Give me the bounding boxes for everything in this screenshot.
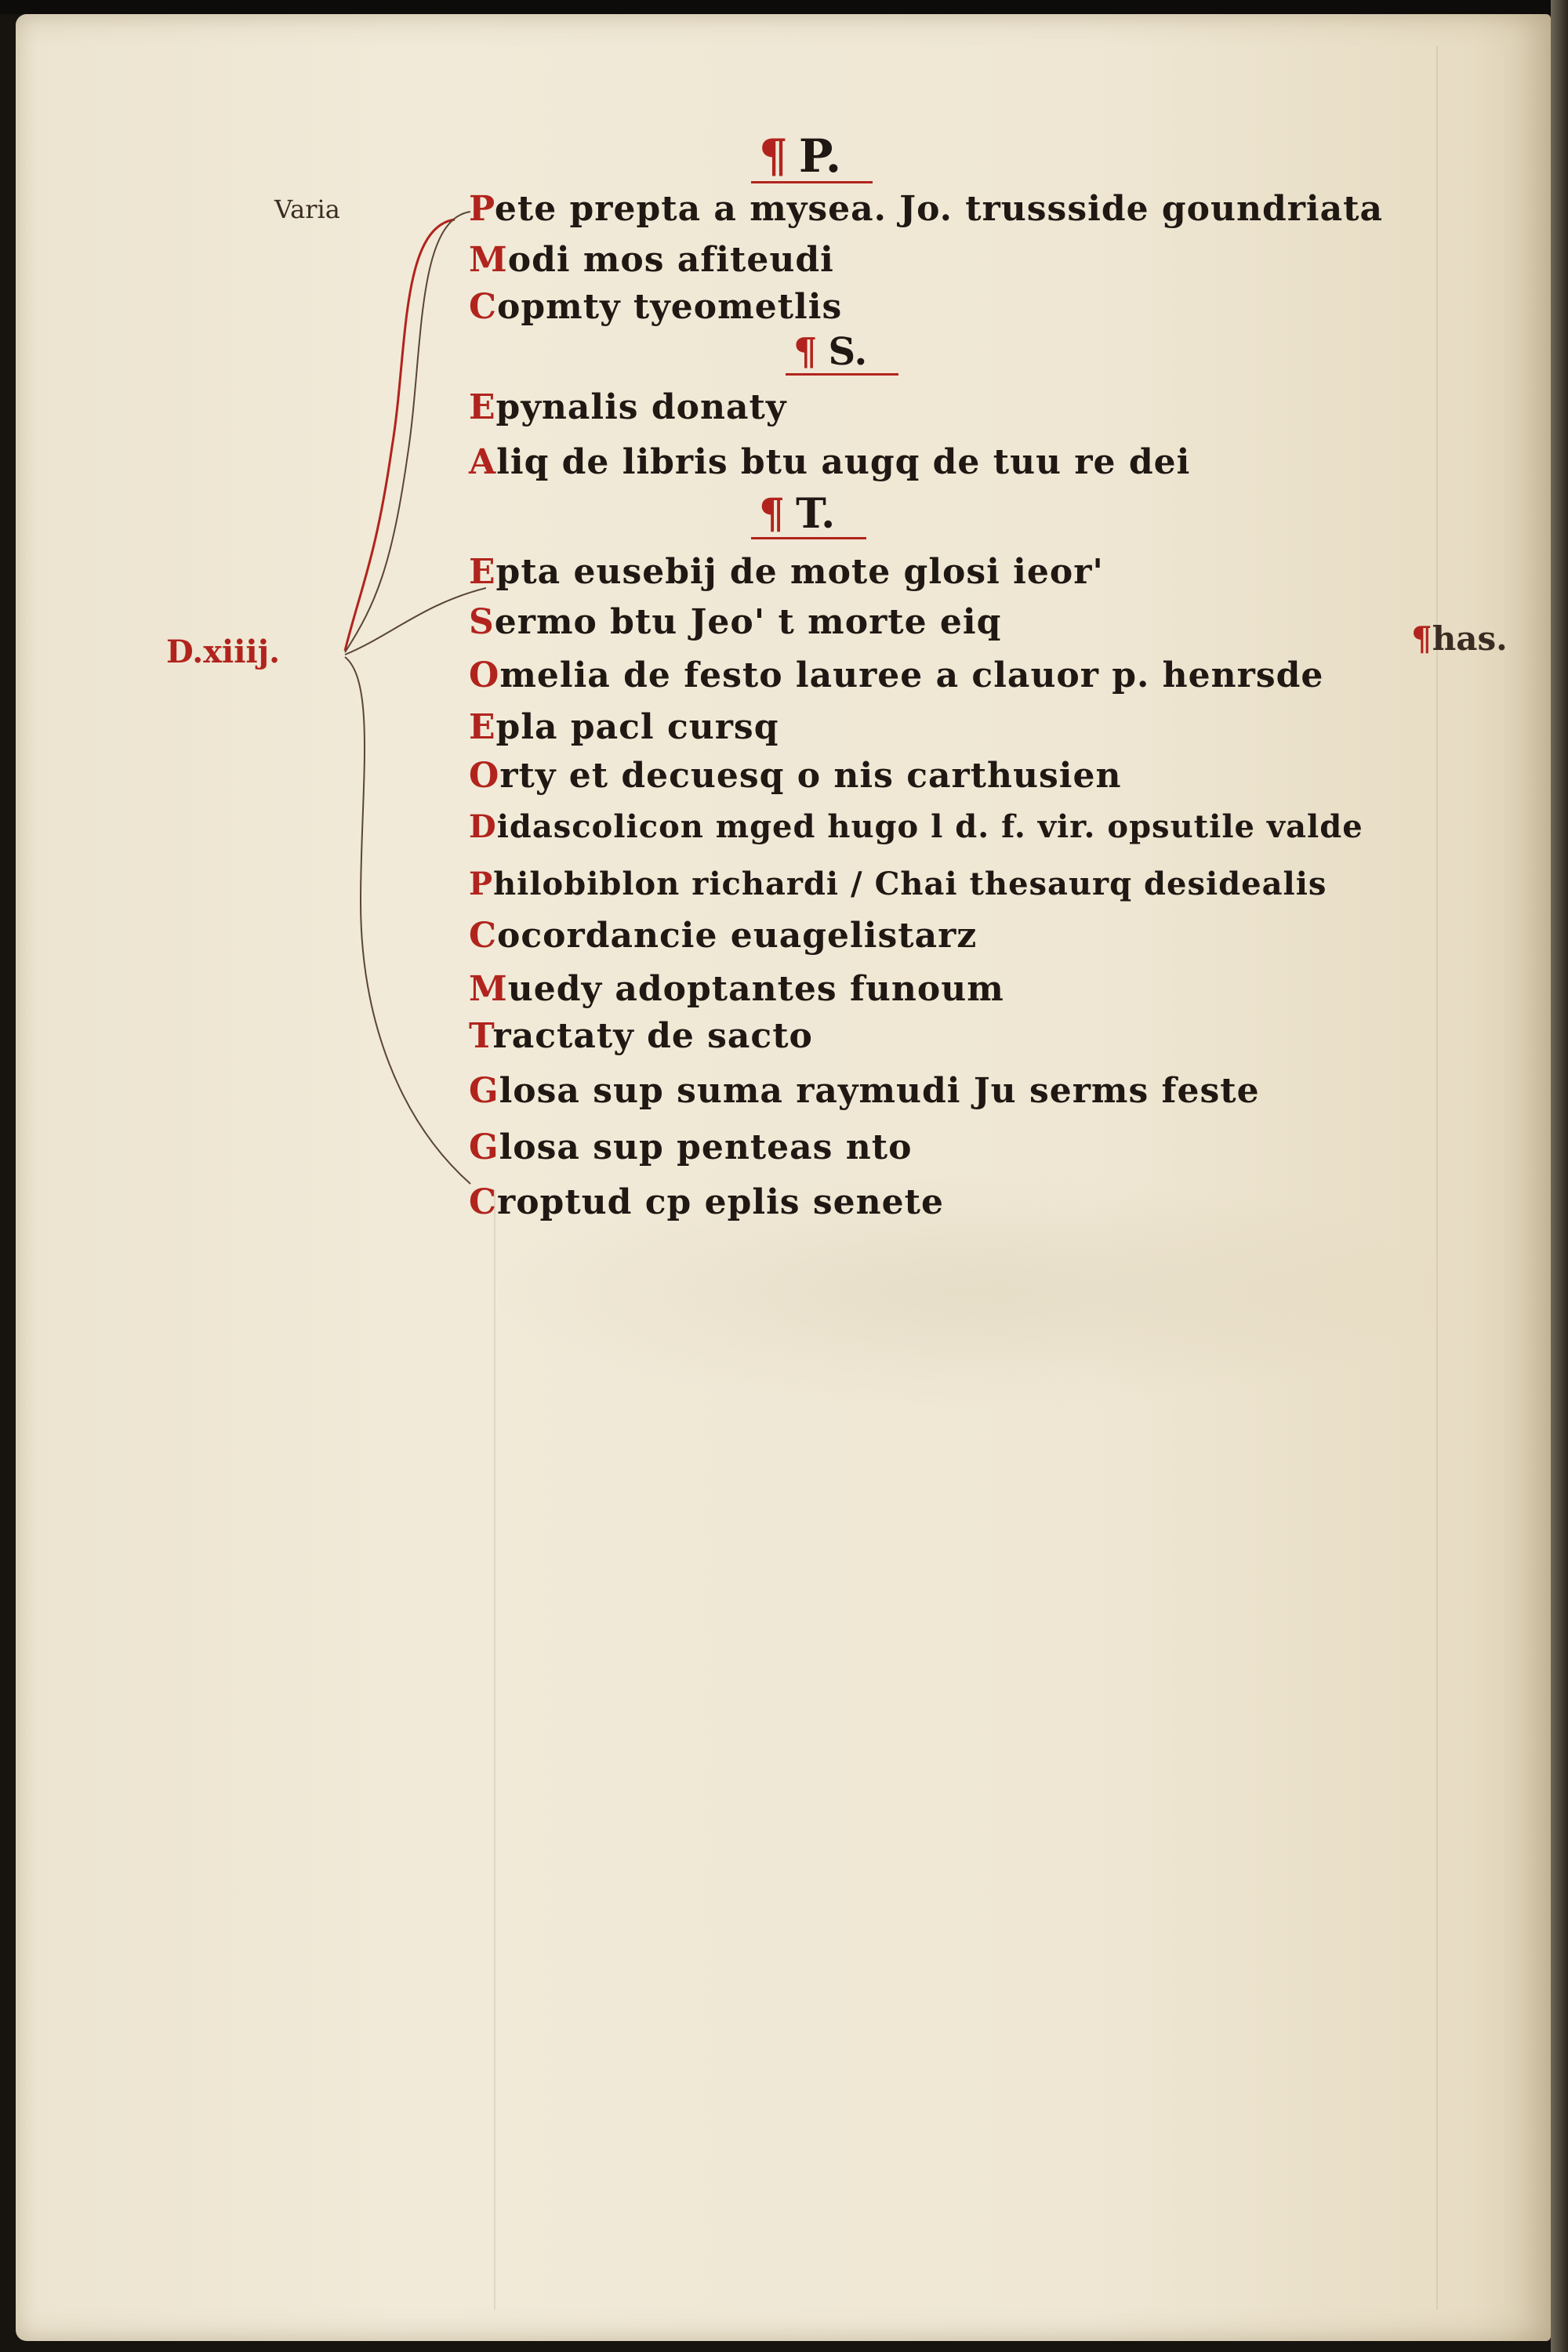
entry-line: Aliq de libris btu augq de tuu re dei [469, 445, 1190, 480]
entry-text: melia de festo lauree a clauor p. henrsd… [499, 655, 1324, 695]
rubricated-initial: T [469, 1016, 493, 1056]
margin-note-varia: Varia [274, 194, 340, 224]
rubricated-initial: G [469, 1127, 499, 1167]
entry-line: Croptud cp eplis senete [469, 1185, 944, 1220]
entry-line: Cocordancie euagelistarz [469, 919, 977, 953]
rubricated-initial: C [469, 1182, 498, 1222]
section-letter: S. [828, 330, 868, 374]
ruling-line [1436, 45, 1438, 2310]
rubricated-initial: G [469, 1071, 499, 1111]
entry-line: Modi mos afiteudi [469, 243, 834, 278]
entry-line: Epta eusebij de mote glosi ieor' [469, 555, 1104, 590]
rubricated-initial: E [469, 707, 496, 747]
entry-line: Glosa sup penteas nto [469, 1131, 912, 1165]
rubricated-initial: C [469, 287, 498, 327]
entry-line: Didascolicon mged hugo l d. f. vir. opsu… [469, 811, 1363, 843]
entry-line: Philobiblon richardi / Chai thesaurq des… [469, 869, 1327, 900]
rubricated-initial: D [469, 808, 497, 845]
entry-text: opmty tyeometlis [497, 287, 843, 327]
scan-border [0, 0, 1568, 14]
rubricated-initial: P [469, 189, 495, 229]
margin-note-has-text: has. [1432, 619, 1508, 658]
ruling-line [494, 1190, 495, 2310]
section-letter: P. [798, 129, 842, 183]
section-heading-t: ¶T. [751, 494, 867, 539]
entry-text: pta eusebij de mote glosi ieor' [495, 552, 1104, 592]
rubricated-initial: M [469, 240, 508, 280]
entry-line: Omelia de festo lauree a clauor p. henrs… [469, 659, 1323, 693]
pilcrow-mark: ¶ [759, 490, 786, 538]
entry-line: Muedy adoptantes funoum [469, 972, 1004, 1007]
entry-text: hilobiblon richardi / Chai thesaurq desi… [493, 866, 1327, 902]
entry-line: Tractaty de sacto [469, 1019, 813, 1054]
entry-line: Orty et decuesq o nis carthusien [469, 759, 1121, 793]
pilcrow-mark: ¶ [759, 129, 788, 183]
rubricated-initial: O [469, 756, 500, 796]
section-heading-p: ¶P. [751, 133, 873, 183]
entry-text: liq de libris btu augq de tuu re dei [496, 442, 1191, 482]
shelfmark-text: D.xiiij. [166, 633, 281, 670]
rubricated-initial: P [469, 866, 494, 902]
shelfmark: D.xiiij. [166, 633, 280, 670]
bracket-lines [343, 211, 486, 1185]
entry-line: Epynalis donaty [469, 390, 786, 425]
binding-gutter [1551, 0, 1568, 2352]
rubric-underline [751, 181, 873, 183]
pilcrow-mark: ¶ [793, 330, 818, 374]
rubric-underline [751, 537, 867, 539]
entry-text: ocordancie euagelistarz [497, 916, 978, 956]
entry-line: Glosa sup suma raymudi Ju serms feste [469, 1074, 1260, 1109]
margin-note-has: ¶has. [1411, 619, 1508, 658]
rubricated-initial: S [469, 602, 495, 642]
entry-text: pla pacl cursq [495, 707, 779, 747]
entry-text: roptud cp eplis senete [497, 1182, 944, 1222]
section-letter: T. [796, 490, 836, 538]
section-heading-s: ¶S. [786, 330, 899, 376]
pilcrow-mark: ¶ [1411, 619, 1432, 658]
entry-text: losa sup penteas nto [499, 1127, 913, 1167]
show-through-stain [486, 1174, 1466, 1410]
rubricated-initial: E [469, 387, 496, 427]
entry-text: ermo btu Jeo' t morte eiq [494, 602, 1002, 642]
entry-line: Epla pacl cursq [469, 710, 779, 745]
entry-text: ractaty de sacto [492, 1016, 813, 1056]
entry-line: Pete prepta a mysea. Jo. trussside gound… [469, 192, 1383, 227]
entry-text: idascolicon mged hugo l d. f. vir. opsut… [496, 808, 1363, 845]
entry-text: losa sup suma raymudi Ju serms feste [499, 1071, 1260, 1111]
rubricated-initial: C [469, 916, 498, 956]
rubricated-initial: O [469, 655, 500, 695]
entry-text: rty et decuesq o nis carthusien [499, 756, 1122, 796]
rubricated-initial: A [469, 442, 497, 482]
entry-text: uedy adoptantes funoum [507, 969, 1004, 1009]
rubricated-initial: E [469, 552, 496, 592]
entry-text: odi mos afiteudi [507, 240, 834, 280]
rubric-underline [786, 373, 899, 376]
entry-text: pynalis donaty [495, 387, 787, 427]
rubricated-initial: M [469, 969, 508, 1009]
entry-line: Sermo btu Jeo' t morte eiq [469, 605, 1001, 640]
entry-text: ete prepta a mysea. Jo. trussside goundr… [494, 189, 1383, 229]
parchment-leaf [16, 14, 1551, 2341]
entry-line: Copmty tyeometlis [469, 290, 842, 325]
